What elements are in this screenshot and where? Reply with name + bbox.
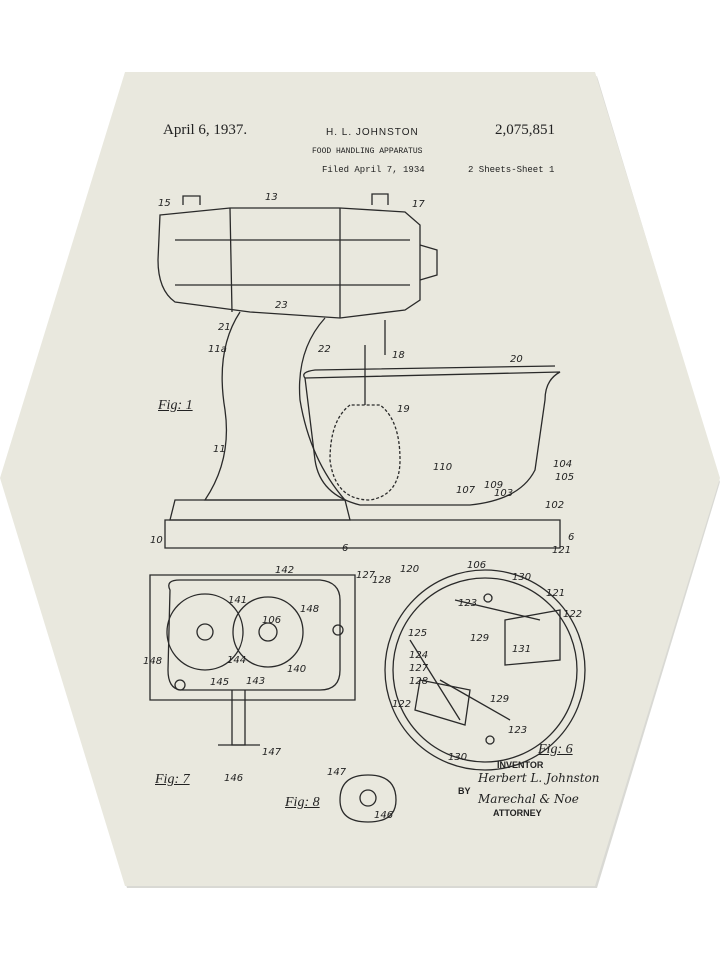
reference-number: 6	[568, 532, 574, 543]
reference-number: 129	[470, 633, 489, 644]
reference-number: 11a	[208, 344, 227, 355]
inventor-label: INVENTOR	[497, 760, 544, 770]
reference-number: 127	[356, 570, 376, 581]
patent-title: FOOD HANDLING APPARATUS	[312, 147, 423, 156]
reference-number: 123	[458, 598, 477, 609]
reference-number: 146	[374, 810, 393, 821]
reference-number: 142	[275, 565, 294, 576]
reference-number: 128	[409, 676, 428, 687]
hexagon-print-board	[0, 72, 720, 886]
mixer-head-drawing	[157, 193, 438, 319]
fig7-label: Fig: 7	[155, 772, 190, 787]
reference-number: 107	[456, 485, 476, 496]
fig6-base-drawing	[384, 569, 586, 771]
reference-number: 10	[150, 535, 163, 546]
reference-number: 143	[246, 676, 265, 687]
reference-number: 147	[262, 747, 282, 758]
patent-date: April 6, 1937.	[163, 122, 248, 138]
fig8-label: Fig: 8	[285, 795, 320, 810]
reference-number: 130	[448, 752, 467, 763]
reference-number: 23	[275, 300, 288, 311]
fig6-label: Fig: 6	[538, 742, 573, 757]
reference-number: 19	[397, 404, 410, 415]
reference-number: 146	[224, 773, 243, 784]
reference-number: 130	[512, 572, 531, 583]
reference-number: 106	[262, 615, 281, 626]
reference-number: 109	[484, 480, 503, 491]
reference-number: 131	[512, 644, 531, 655]
inventor-signature: Herbert L. Johnston	[478, 771, 600, 785]
reference-number: 11	[213, 444, 226, 455]
reference-number: 124	[409, 650, 428, 661]
reference-number: 103	[494, 488, 513, 499]
reference-number: 21	[218, 322, 231, 333]
reference-number: 110	[433, 462, 452, 473]
reference-number: 20	[510, 354, 523, 365]
reference-number: 128	[372, 575, 391, 586]
reference-number: 120	[400, 564, 419, 575]
sheet-count: 2 Sheets-Sheet 1	[468, 165, 555, 175]
attorney-signature: Marechal & Noe	[478, 792, 579, 806]
reference-number: 123	[508, 725, 527, 736]
reference-number: 127	[409, 663, 429, 674]
mixer-stand-drawing	[164, 311, 561, 549]
reference-number: 104	[553, 459, 572, 470]
reference-number: 148	[300, 604, 319, 615]
reference-number: 102	[545, 500, 564, 511]
reference-number: 121	[546, 588, 565, 599]
reference-number: 125	[408, 628, 427, 639]
fig1-label: Fig: 1	[158, 398, 193, 413]
filed-date: Filed April 7, 1934	[322, 165, 425, 175]
patent-number: 2,075,851	[495, 122, 555, 138]
reference-number: 6	[342, 543, 348, 554]
reference-number: 148	[143, 656, 162, 667]
reference-number: 144	[227, 655, 246, 666]
reference-number: 141	[228, 595, 247, 606]
reference-number: 147	[327, 767, 347, 778]
reference-number: 105	[555, 472, 574, 483]
reference-number: 22	[318, 344, 331, 355]
fig8-dial-drawing	[339, 774, 397, 823]
reference-number: 15	[158, 198, 171, 209]
reference-number: 18	[392, 350, 405, 361]
reference-number: 17	[412, 199, 425, 210]
reference-number: 140	[287, 664, 306, 675]
reference-number: 106	[467, 560, 486, 571]
reference-number: 122	[563, 609, 582, 620]
by-label: BY	[458, 786, 471, 796]
fig7-gearbox-drawing	[149, 574, 356, 746]
reference-number: 122	[392, 699, 411, 710]
reference-number: 129	[490, 694, 509, 705]
reference-number: 121	[552, 545, 571, 556]
attorney-label: ATTORNEY	[493, 808, 542, 818]
mixing-bowl-drawing	[303, 345, 561, 506]
inventor-name: H. L. JOHNSTON	[326, 127, 419, 138]
reference-number: 13	[265, 192, 278, 203]
reference-number: 145	[210, 677, 229, 688]
